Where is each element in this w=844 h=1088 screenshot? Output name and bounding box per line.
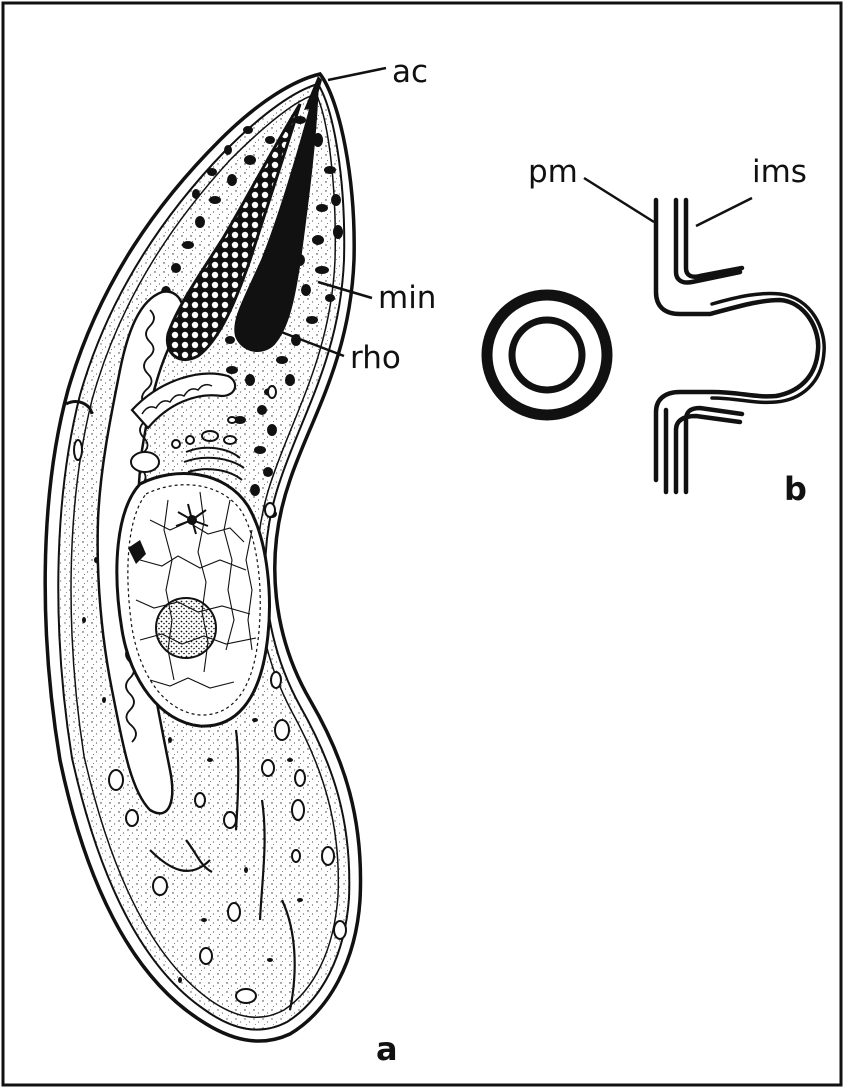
leader-lines-b xyxy=(584,178,752,226)
label-rho: rho xyxy=(350,340,401,376)
imc-upper-2 xyxy=(686,200,742,277)
label-pm: pm xyxy=(528,154,578,190)
plasma-membrane xyxy=(656,200,818,480)
pm-leader xyxy=(584,178,654,222)
micropore-inner-ring xyxy=(512,320,582,390)
ac-leader xyxy=(328,68,386,80)
micropore-cross-section xyxy=(487,295,607,415)
panel-label-a: a xyxy=(376,1030,398,1068)
micropore-side-view xyxy=(656,200,824,492)
ims-leader xyxy=(696,198,752,226)
panel-label-b: b xyxy=(784,470,807,508)
label-ac: ac xyxy=(392,54,428,90)
label-ims: ims xyxy=(752,154,807,190)
cell-drawing xyxy=(45,74,360,1041)
micropore-outer-ring xyxy=(487,295,607,415)
nucleolus xyxy=(156,598,216,658)
label-min: min xyxy=(378,280,436,316)
